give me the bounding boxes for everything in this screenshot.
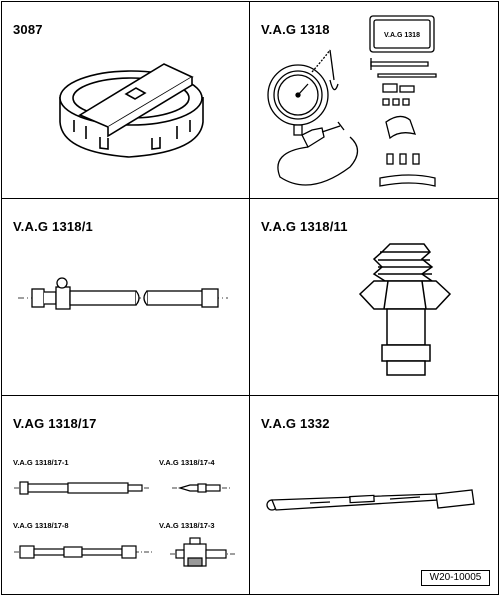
panel-vag-1318-17: V.AG 1318/17 V.A.G 1318/17-1 V.A.G 1318/…: [1, 395, 250, 595]
panel-title: 3087: [13, 22, 43, 37]
panel-title: V.A.G 1318: [261, 22, 330, 37]
adapter-hose-icon: [18, 277, 228, 310]
pressure-gauge-icon: V.A.G 1318: [267, 15, 437, 187]
socket-tool-icon: [59, 63, 204, 158]
threaded-adapter-icon: [358, 243, 452, 376]
figure-id: W20-10005: [421, 570, 490, 586]
panel-vag-1318: V.A.G 1318: [249, 1, 499, 199]
panel-title: V.A.G 1318/1: [13, 219, 93, 234]
torque-wrench-icon: [266, 489, 475, 511]
case-label: V.A.G 1318: [384, 32, 420, 39]
sub-tool-label: V.A.G 1318/17-4: [159, 458, 215, 467]
panel-vag-1332: V.A.G 1332: [249, 395, 499, 595]
panel-3087: 3087: [1, 1, 250, 199]
panel-title: V.A.G 1332: [261, 416, 330, 431]
sub-tool-label: V.A.G 1318/17-1: [13, 458, 69, 467]
sub-tool-label: V.A.G 1318/17-8: [13, 521, 69, 530]
panel-title: V.AG 1318/17: [13, 416, 97, 431]
panel-vag-1318-11: V.A.G 1318/11: [249, 198, 499, 396]
adapter-set-icon: [14, 481, 236, 567]
panel-title: V.A.G 1318/11: [261, 219, 348, 234]
sub-tool-label: V.A.G 1318/17-3: [159, 521, 215, 530]
panel-vag-1318-1: V.A.G 1318/1: [1, 198, 250, 396]
